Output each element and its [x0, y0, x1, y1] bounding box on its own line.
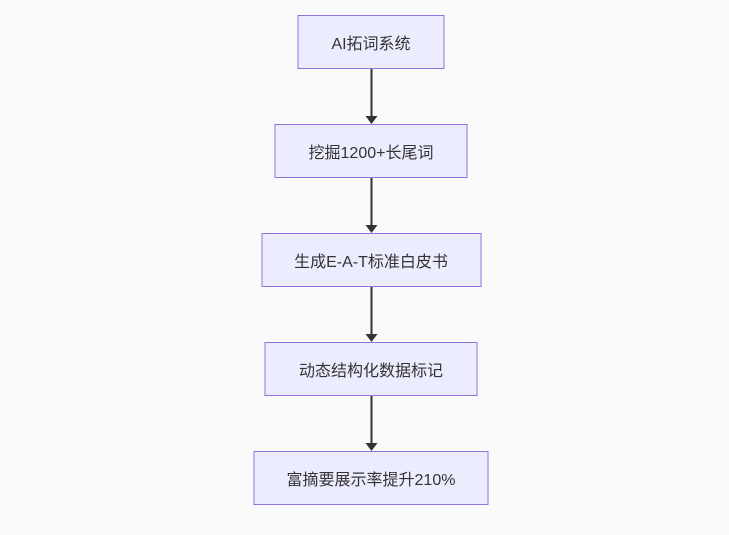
flowchart: AI拓词系统 挖掘1200+长尾词 生成E-A-T标准白皮书 动态结构化数据标记… [253, 15, 489, 505]
flow-arrow-1 [365, 69, 377, 124]
flow-node-rich-snippet-result: 富摘要展示率提升210% [253, 451, 489, 505]
flow-node-label: 挖掘1200+长尾词 [308, 145, 434, 162]
flow-arrow-3 [365, 287, 377, 342]
arrow-down-icon [365, 116, 377, 124]
flow-arrow-2 [365, 178, 377, 233]
arrow-down-icon [365, 334, 377, 342]
flow-arrow-4 [365, 396, 377, 451]
arrow-line [370, 178, 372, 225]
flow-node-ai-keyword-system: AI拓词系统 [297, 15, 445, 69]
arrow-down-icon [365, 225, 377, 233]
arrow-down-icon [365, 443, 377, 451]
flow-node-label: AI拓词系统 [331, 36, 411, 53]
arrow-line [370, 69, 372, 116]
arrow-line [370, 396, 372, 443]
arrow-line [370, 287, 372, 334]
flow-node-structured-data: 动态结构化数据标记 [264, 342, 478, 396]
flow-node-eat-whitepaper: 生成E-A-T标准白皮书 [261, 233, 481, 287]
flow-node-label: 富摘要展示率提升210% [286, 472, 456, 489]
flow-node-label: 生成E-A-T标准白皮书 [294, 254, 448, 271]
flow-node-label: 动态结构化数据标记 [298, 363, 443, 380]
flow-node-longtail-mining: 挖掘1200+长尾词 [274, 124, 468, 178]
